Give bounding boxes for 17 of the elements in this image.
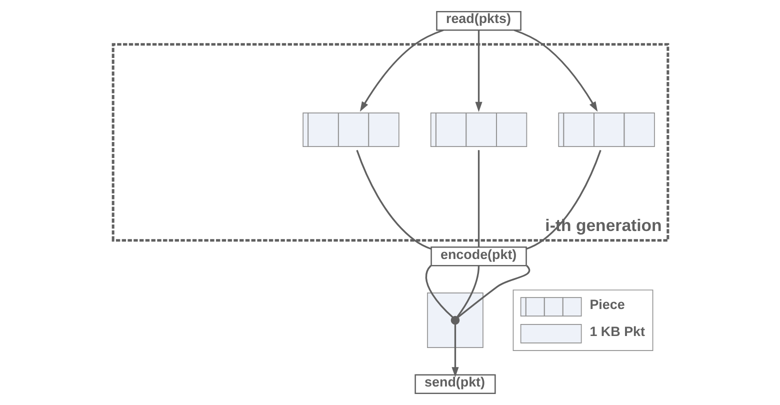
arrow [474, 30, 482, 112]
connector [477, 150, 480, 247]
node-box: encode(pkt) [430, 246, 526, 266]
connector [356, 150, 431, 250]
node-box: send(pkt) [414, 374, 496, 394]
node-circle [450, 316, 460, 325]
legend-label: Piece [589, 297, 624, 312]
arrow [513, 29, 598, 112]
arrow [359, 29, 444, 112]
cluster [426, 292, 483, 348]
connector [456, 265, 530, 318]
legend-label: 1 KB Pkt [589, 324, 644, 340]
arrow [451, 324, 458, 378]
connector [456, 266, 480, 318]
node-box: read(pkts) [436, 10, 521, 31]
connector [526, 150, 601, 250]
connector [425, 265, 453, 318]
